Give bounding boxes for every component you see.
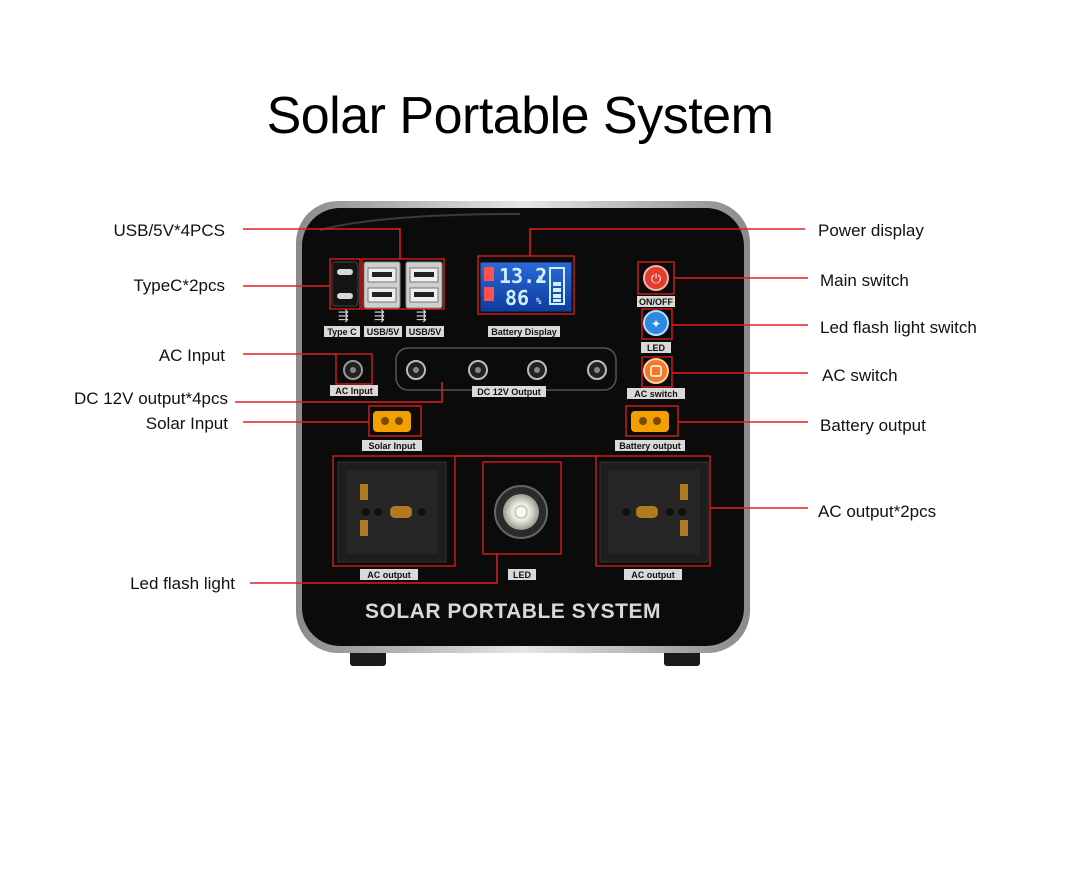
page-title: Solar Portable System bbox=[266, 87, 774, 145]
led-switch-button bbox=[643, 310, 669, 336]
usb-port-group-1 bbox=[363, 261, 401, 309]
main-switch-button bbox=[643, 265, 669, 291]
lcd-voltage-unit: V bbox=[538, 275, 544, 285]
callout-typec: TypeC*2pcs bbox=[133, 276, 225, 295]
callout-ac-switch: AC switch bbox=[822, 366, 898, 385]
led-flash-light bbox=[494, 485, 548, 539]
tag-solar-input: Solar Input bbox=[369, 441, 416, 451]
callout-main-switch: Main switch bbox=[820, 271, 909, 290]
ac-outlet-right bbox=[599, 461, 709, 563]
tag-dc-output: DC 12V Output bbox=[477, 387, 541, 397]
svg-text:⇶: ⇶ bbox=[338, 309, 349, 324]
lcd-percent-unit: % bbox=[536, 297, 542, 307]
callout-led-switch: Led flash light switch bbox=[820, 318, 977, 337]
callout-led-flash: Led flash light bbox=[130, 574, 235, 593]
svg-text:⇶: ⇶ bbox=[374, 309, 385, 324]
lcd-voltage: 13.2 bbox=[499, 264, 547, 288]
tag-ac-output-left: AC output bbox=[367, 570, 410, 580]
callout-dc-output: DC 12V output*4pcs bbox=[73, 389, 228, 408]
highlight-boxes bbox=[329, 255, 711, 567]
tag-ac-input: AC Input bbox=[335, 386, 373, 396]
solar-input-port bbox=[373, 411, 411, 432]
battery-output-port bbox=[631, 411, 669, 432]
lcd-percent: 86 bbox=[505, 286, 529, 310]
dc-output-ports bbox=[406, 360, 607, 380]
ac-switch-button bbox=[643, 358, 669, 384]
bulb-icon: ✦ bbox=[651, 317, 661, 331]
callout-power-display: Power display bbox=[818, 221, 924, 240]
battery-lcd-display: 13.2 V 86 % bbox=[479, 261, 573, 313]
callout-ac-input: AC Input bbox=[158, 346, 225, 365]
callout-ac-output: AC output*2pcs bbox=[818, 502, 937, 521]
dc-output-bezel bbox=[395, 347, 617, 391]
callout-lines bbox=[235, 228, 808, 584]
brand-text: SOLAR PORTABLE SYSTEM bbox=[365, 600, 661, 623]
callout-usb: USB/5V*4PCS bbox=[113, 221, 226, 240]
tag-ac-output-right: AC output bbox=[631, 570, 674, 580]
callout-battery-output: Battery output bbox=[820, 416, 926, 435]
usb-port-group-2 bbox=[405, 261, 443, 309]
typec-ports bbox=[331, 261, 359, 307]
tag-usb-2: USB/5V bbox=[409, 327, 442, 337]
svg-text:⇶: ⇶ bbox=[416, 309, 427, 324]
tag-battery-output: Battery output bbox=[619, 441, 681, 451]
tag-usb-1: USB/5V bbox=[367, 327, 400, 337]
callout-solar-input: Solar Input bbox=[145, 414, 228, 433]
tag-typec: Type C bbox=[327, 327, 357, 337]
tag-led-light: LED bbox=[513, 570, 532, 580]
tag-battery-display: Battery Display bbox=[491, 327, 557, 337]
tag-ac-switch: AC switch bbox=[634, 389, 678, 399]
tag-led: LED bbox=[647, 343, 666, 353]
power-icon: ⏻ bbox=[651, 272, 661, 287]
ac-outlet-left bbox=[337, 461, 447, 563]
tag-on-off: ON/OFF bbox=[639, 297, 673, 307]
plug-icon bbox=[650, 365, 662, 377]
